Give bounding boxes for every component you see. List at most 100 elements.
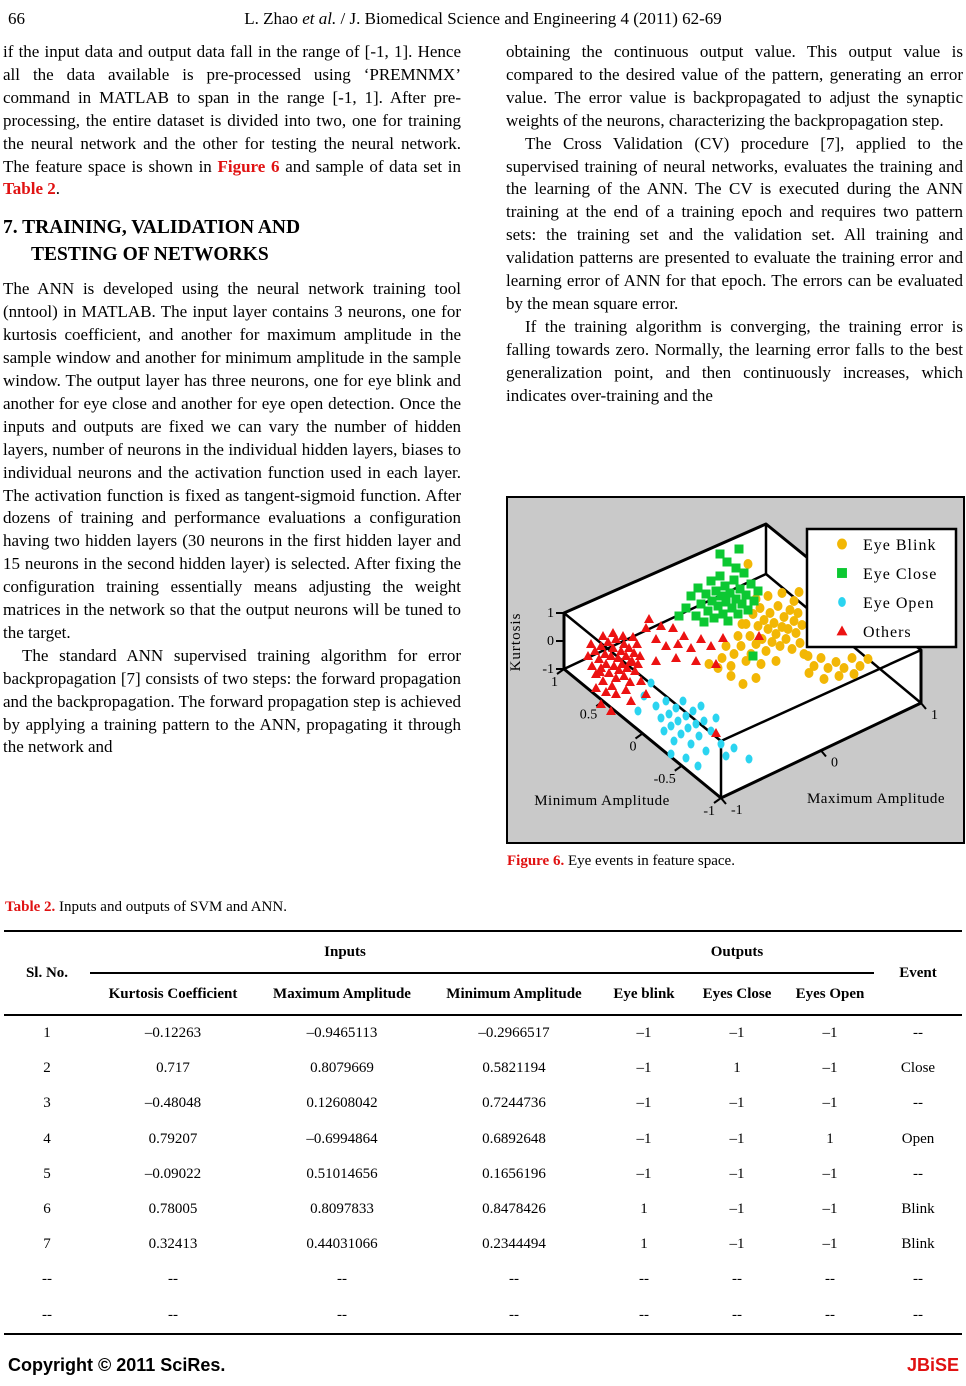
table-cell: –0.6994864 [306, 1130, 378, 1147]
table-cell: –1 [822, 1025, 838, 1042]
svg-text:Eye Close: Eye Close [863, 566, 937, 583]
table-cell: –1 [822, 1236, 838, 1253]
table-cell: -- [337, 1306, 347, 1323]
table-cell: 1 [733, 1060, 741, 1077]
table-cell: 0.32413 [148, 1236, 198, 1253]
table-cell: 3 [43, 1095, 51, 1112]
running-title-etal: et al. [302, 9, 337, 28]
group-header-inputs: Inputs [90, 931, 600, 974]
table-cell: 0.1656196 [482, 1165, 546, 1182]
table-cell: -- [337, 1271, 347, 1288]
table-caption-text: Inputs and outputs of SVM and ANN. [55, 899, 287, 915]
table-cell: Blink [901, 1236, 935, 1253]
table-caption: Table 2. Inputs and outputs of SVM and A… [5, 899, 287, 916]
table-cell: 0.79207 [148, 1130, 198, 1147]
column-header-minimum-amplitude: Minimum Amplitude [446, 985, 582, 1002]
table-2-reference: Table 2 [3, 179, 56, 199]
right-column: obtaining the continuous output value. T… [506, 41, 963, 408]
svg-text:-0.5: -0.5 [654, 772, 676, 787]
paragraph-text: if the input data and output data fall i… [3, 42, 461, 176]
svg-text:0.5: 0.5 [580, 707, 598, 722]
table-cell: 0.51014656 [306, 1165, 378, 1182]
table-cell: 0.717 [156, 1060, 190, 1077]
svg-text:-1: -1 [542, 662, 554, 677]
table-cell: 0.12608042 [306, 1095, 378, 1112]
table-cell: –0.2966517 [478, 1025, 550, 1042]
table-cell: –1 [729, 1130, 745, 1147]
svg-text:1: 1 [551, 675, 558, 690]
table-2-inputs-outputs: Sl. No. Inputs Outputs Event Kurtosis Co… [4, 930, 962, 1335]
group-header-outputs: Outputs [600, 931, 874, 974]
column-header-eye-blink: Eye blink [613, 985, 675, 1002]
table-cell: –1 [636, 1095, 652, 1112]
journal-abbreviation: JBiSE [906, 1355, 959, 1375]
table-cell: 0.6892648 [482, 1130, 546, 1147]
column-header-eyes-close: Eyes Close [702, 985, 772, 1002]
column-header-kurtosis-coefficient: Kurtosis Coefficient [108, 985, 238, 1002]
table-cell: Open [901, 1130, 935, 1147]
table-row: 4 0.79207 –0.6994864 0.6892648 –1 –1 1 Open [4, 1122, 962, 1157]
table-cell: 6 [43, 1201, 51, 1218]
paragraph: The standard ANN supervised training alg… [3, 645, 461, 757]
table-cell: –0.48048 [144, 1095, 202, 1112]
figure-6-reference: Figure 6 [217, 156, 280, 176]
paragraph: obtaining the continuous output value. T… [506, 42, 963, 130]
table-cell: –1 [729, 1201, 745, 1218]
paragraph-text: . [55, 179, 61, 199]
column-header-eyes-open: Eyes Open [795, 985, 865, 1002]
table-cell: –1 [729, 1025, 745, 1042]
table-cell: -- [639, 1306, 649, 1323]
table-cell: -- [42, 1306, 52, 1323]
paragraph-text: and sample of data set in [279, 156, 461, 176]
table-cell: 1 [826, 1130, 834, 1147]
table-cell: –0.9465113 [306, 1025, 378, 1042]
figure-caption-label: Figure 6. [507, 853, 565, 869]
table-row: ---------------- [4, 1262, 962, 1297]
table-cell: 0.44031066 [306, 1236, 378, 1253]
svg-text:1: 1 [547, 606, 554, 621]
column-header-event: Event [899, 964, 937, 981]
column-header-sl-no: Sl. No. [25, 964, 69, 981]
table-cell: 0.5821194 [482, 1060, 546, 1077]
table-cell: -- [913, 1306, 923, 1323]
table-cell: -- [913, 1025, 923, 1042]
table-cell: –1 [636, 1130, 652, 1147]
copyright-notice: Copyright © 2011 SciRes. [8, 1355, 226, 1375]
table-cell: -- [913, 1165, 923, 1182]
running-title-journal: / J. Biomedical Science and Engineering … [336, 9, 722, 28]
paragraph: The ANN is developed using the neural ne… [3, 279, 461, 642]
table-cell: -- [732, 1306, 742, 1323]
paragraph: The Cross Validation (CV) procedure [7],… [506, 133, 963, 313]
section-heading-line2: TESTING OF NETWORKS [31, 244, 269, 266]
table-cell: 4 [43, 1130, 51, 1147]
running-title: L. Zhao et al. / J. Biomedical Science a… [0, 9, 966, 29]
table-cell: –1 [822, 1060, 838, 1077]
table-caption-label: Table 2. [5, 899, 56, 915]
svg-text:Maximum Amplitude: Maximum Amplitude [807, 791, 945, 807]
svg-text:1: 1 [931, 708, 938, 723]
svg-text:Kurtosis: Kurtosis [508, 613, 524, 672]
table-cell: 0.2344494 [482, 1236, 546, 1253]
table-cell: –1 [822, 1201, 838, 1218]
svg-text:0: 0 [831, 756, 838, 771]
table-cell: –0.12263 [144, 1025, 202, 1042]
table-cell: –1 [729, 1236, 745, 1253]
table-cell: –1 [636, 1060, 652, 1077]
table-cell: 0.7244736 [482, 1095, 546, 1112]
table-cell: -- [168, 1306, 178, 1323]
table-cell: –1 [822, 1095, 838, 1112]
paragraph: If the training algorithm is converging,… [506, 316, 963, 405]
table-cell: 0.8478426 [482, 1201, 546, 1218]
page-number: 66 [8, 9, 25, 28]
table-cell: -- [825, 1271, 835, 1288]
table-cell: -- [913, 1095, 923, 1112]
table-cell: Blink [901, 1201, 935, 1218]
